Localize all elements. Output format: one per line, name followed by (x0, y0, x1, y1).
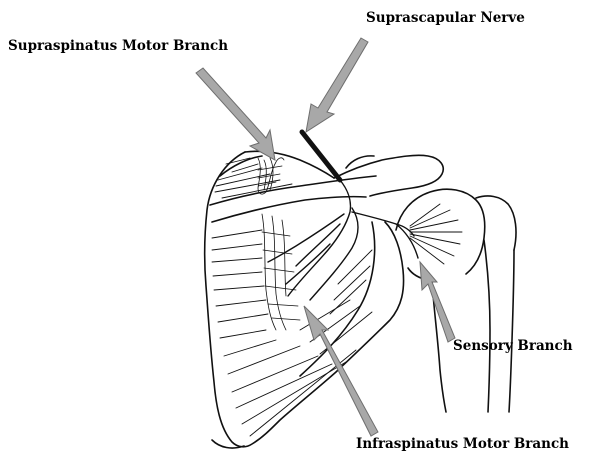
supraspinatus-muscle-fibers (215, 158, 292, 198)
infraspinatus-nerve-plexus (262, 214, 300, 330)
label-sensory-branch: Sensory Branch (453, 338, 573, 354)
infraspinatus-muscle-fibers (212, 230, 372, 436)
arrow-sensory (420, 262, 455, 342)
acromion (334, 155, 443, 196)
label-suprascapular-nerve: Suprascapular Nerve (366, 10, 525, 26)
arrow-infraspinatus (304, 306, 378, 436)
label-infraspinatus-motor-branch: Infraspinatus Motor Branch (356, 436, 569, 452)
label-supraspinatus-motor-branch: Supraspinatus Motor Branch (8, 38, 228, 54)
arrow-supraspinatus (196, 68, 275, 160)
suprascapular-nerve-trunk (302, 132, 340, 180)
arrow-suprascapular (306, 38, 368, 132)
